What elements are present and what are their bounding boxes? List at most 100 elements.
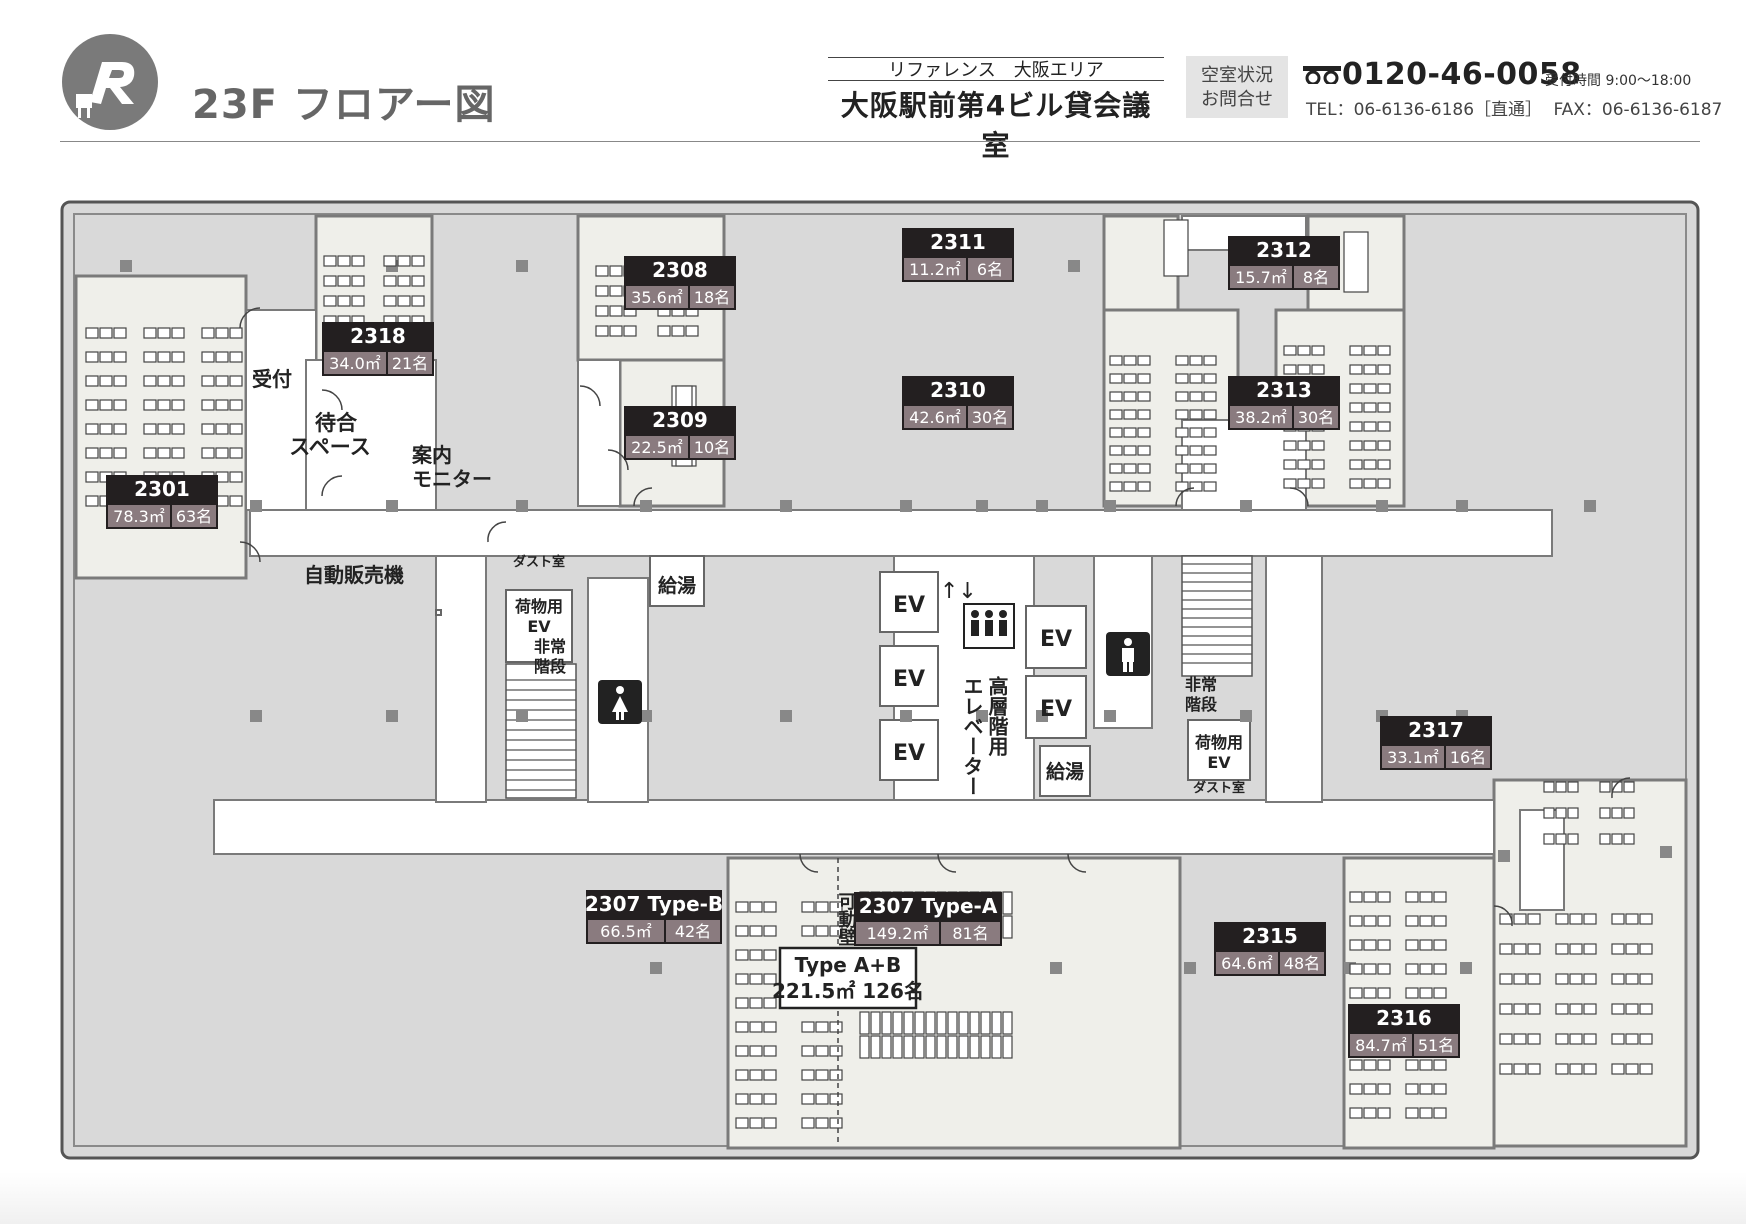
- room-number: 2307 Type-B: [585, 892, 723, 916]
- movable-wall-label: 可動壁: [836, 892, 857, 946]
- column: [640, 710, 652, 722]
- area-badge: [1230, 266, 1292, 288]
- area-badge: [324, 352, 386, 374]
- dust-room-label: ダスト室: [513, 554, 565, 570]
- type-ab-label: Type A+B 221.5㎡ 126名: [772, 946, 924, 1010]
- waiting-label-1: 待合: [315, 411, 358, 435]
- column: [976, 500, 988, 512]
- room-area: 38.2㎡: [1235, 408, 1287, 427]
- capacity-badge: [388, 352, 432, 374]
- inquiry-line-2: お問合せ: [1201, 89, 1273, 110]
- monitor-label-2: モニター: [412, 467, 492, 491]
- inquiry-box: 空室状況 お問合せ: [1186, 56, 1288, 118]
- inquiry-line-1: 空室状況: [1201, 65, 1273, 86]
- room-capacity: 18名: [694, 288, 730, 307]
- column: [516, 710, 528, 722]
- capacity-badge: [690, 286, 734, 308]
- tel-number[interactable]: TEL：06-6136-6186［直通］: [1306, 100, 1543, 120]
- female-restroom-icon: [598, 680, 642, 724]
- fax-number: FAX：06-6136-6187: [1553, 100, 1723, 120]
- header: 23F フロアー図 リファレンス 大阪エリア 大阪駅前第4ビル貸会議室 空室状況…: [0, 0, 1746, 162]
- area-badge: [1230, 406, 1292, 428]
- kitchenette-label: 給湯: [658, 574, 696, 597]
- room-area: 66.5㎡: [600, 922, 652, 941]
- room-header: [902, 228, 1014, 256]
- ev-label: EV: [1040, 627, 1072, 652]
- column: [1240, 500, 1252, 512]
- contact-line: TEL：06-6136-6186［直通］ FAX：06-6136-6187: [1306, 95, 1722, 120]
- male-restroom-icon: [1106, 632, 1150, 676]
- elevator-people-icon: ↑↓: [940, 579, 1015, 649]
- room-capacity: 10名: [694, 438, 730, 457]
- header-rule: [60, 141, 1700, 142]
- brand-name: 大阪駅前第4ビル貸会議室: [840, 89, 1152, 162]
- stairs-label-2: 階段: [1185, 695, 1218, 714]
- room-area: 11.2㎡: [909, 260, 961, 279]
- room-number: 2312: [1256, 238, 1312, 262]
- ev-label: EV: [893, 741, 925, 766]
- capacity-badge: [1280, 952, 1324, 974]
- room-header: [1228, 236, 1340, 264]
- column: [1068, 260, 1080, 272]
- capacity-badge: [1414, 1034, 1458, 1056]
- divider: [828, 80, 1164, 81]
- room-area: 149.2㎡: [867, 924, 929, 943]
- area-badge: [904, 258, 966, 280]
- room-header: [624, 406, 736, 434]
- column: [1036, 500, 1048, 512]
- stairs-label-2: 階段: [534, 657, 567, 676]
- room-number: 2313: [1256, 378, 1312, 402]
- column: [900, 710, 912, 722]
- capacity-badge: [1294, 266, 1338, 288]
- room-capacity: 6名: [977, 260, 1003, 279]
- capacity-badge: [1294, 406, 1338, 428]
- freight-ev-label-1: 荷物用: [1195, 733, 1243, 752]
- area-badge: [1350, 1034, 1412, 1056]
- room-capacity: 81名: [952, 924, 988, 943]
- room-number: 2308: [652, 258, 708, 282]
- svg-text:↑↓: ↑↓: [940, 579, 977, 604]
- room-number: 2310: [930, 378, 986, 402]
- area-badge: [626, 436, 688, 458]
- room-header: [106, 475, 218, 503]
- column: [516, 260, 528, 272]
- column: [780, 710, 792, 722]
- room-capacity: 51名: [1418, 1036, 1454, 1055]
- column: [1460, 962, 1472, 974]
- area-badge: [904, 406, 966, 428]
- room-number: 2309: [652, 408, 708, 432]
- room-number: 2316: [1376, 1006, 1432, 1030]
- vending-label: 自動販売機: [304, 563, 404, 587]
- page-title: 23F フロアー図: [192, 82, 496, 128]
- room-header: [586, 890, 722, 918]
- column: [640, 500, 652, 512]
- capacity-badge: [690, 436, 734, 458]
- room-capacity: 63名: [176, 507, 212, 526]
- room-header: [322, 322, 434, 350]
- room-header: [1228, 376, 1340, 404]
- stairs-label-1: 非常: [1185, 675, 1217, 694]
- capacity-badge: [666, 920, 720, 942]
- waiting-label-2: スペース: [289, 435, 370, 459]
- brand-subtitle: リファレンス 大阪エリア: [888, 60, 1104, 81]
- column: [650, 962, 662, 974]
- high-elevator-label-2: エレベーター: [960, 676, 984, 796]
- room-area: 42.6㎡: [909, 408, 961, 427]
- type-ab-detail: 221.5㎡ 126名: [772, 979, 924, 1003]
- phone-freedial[interactable]: 0120-46-0058: [1342, 57, 1582, 92]
- room-header: [624, 256, 736, 284]
- capacity-badge: [1446, 746, 1490, 768]
